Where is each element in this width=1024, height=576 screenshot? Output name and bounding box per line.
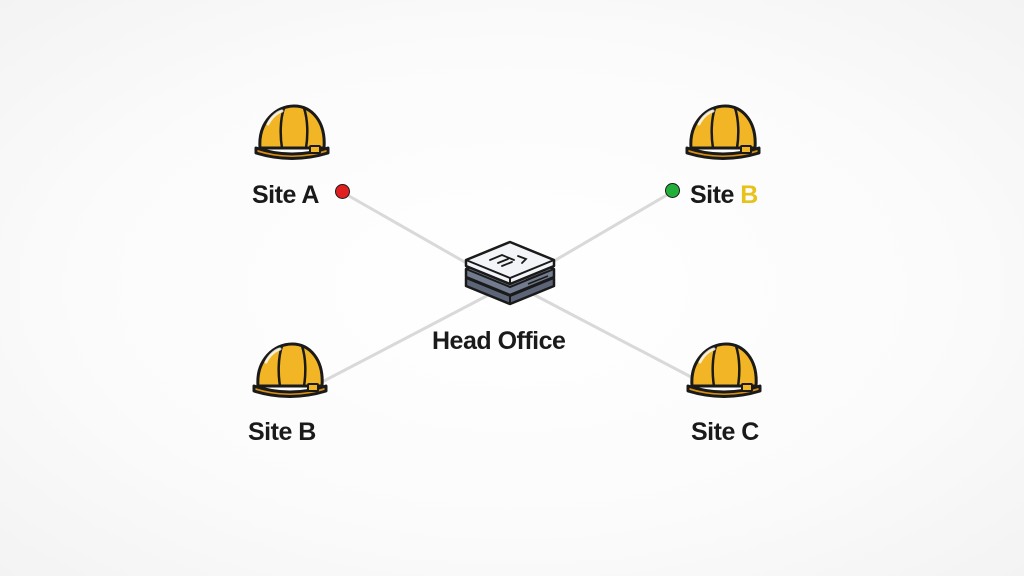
link-site-c-head-office	[524, 288, 694, 380]
site-a-label: Site A	[252, 181, 319, 209]
hard-hat-icon	[254, 104, 330, 160]
status-indicator-online	[665, 183, 680, 198]
link-site-b-head-office	[321, 288, 499, 384]
site-c-label: Site C	[691, 418, 759, 446]
hard-hat-icon	[252, 342, 328, 398]
hard-hat-icon	[686, 342, 762, 398]
site-b-top-label: Site B	[690, 181, 758, 209]
status-indicator-offline	[335, 184, 350, 199]
server-icon	[464, 240, 556, 306]
hard-hat-icon	[685, 104, 761, 160]
head-office-label: Head Office	[432, 327, 566, 355]
site-b-bottom-label: Site B	[248, 418, 316, 446]
